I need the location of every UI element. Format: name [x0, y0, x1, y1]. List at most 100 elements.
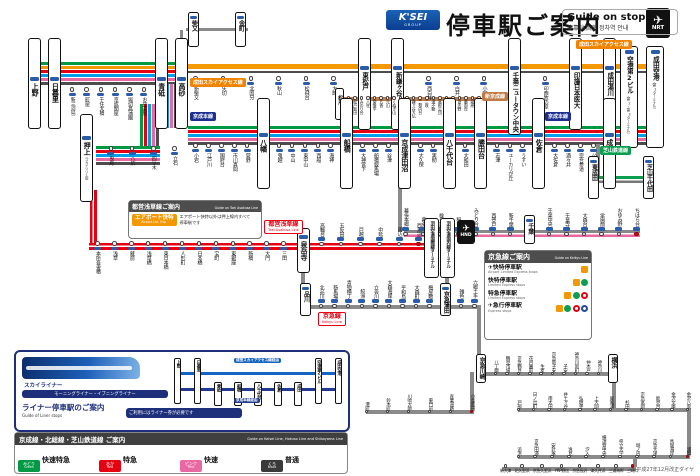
- track-magome-branch: [308, 243, 424, 250]
- station-dot: [438, 96, 442, 100]
- station-number-chip: [412, 299, 420, 303]
- station-name: 泉岳寺: [299, 241, 308, 261]
- station-number-chip: [318, 237, 325, 241]
- station: 鶴見市場: [505, 356, 510, 375]
- liner-station: 空港第2ビル: [314, 358, 322, 404]
- station-name: 羽田空港国際線ターミナル: [429, 221, 435, 268]
- station: 印西牧の原: [541, 50, 549, 109]
- station-name: 前原: [470, 99, 476, 107]
- liner-station: 船橋: [234, 382, 242, 406]
- label-shibayama-line: 芝山鉄道線: [600, 146, 632, 155]
- station: 小岩: [192, 110, 199, 162]
- station-name: みのり台: [359, 99, 365, 114]
- station-dot: [547, 407, 551, 411]
- station: 薬園台: [464, 90, 469, 110]
- station-name: 子安: [562, 363, 568, 372]
- station-name: 京急大津: [652, 438, 658, 455]
- station-dot: [247, 241, 252, 246]
- station: 船橋: [340, 98, 354, 189]
- station-name: 五反田: [338, 222, 345, 237]
- station: 実籾: [429, 110, 437, 162]
- station: 杉田: [624, 400, 629, 411]
- station-name: 千葉ニュータウン中央: [510, 72, 519, 132]
- station-number-chip: [457, 299, 465, 303]
- station-name: 松戸: [337, 95, 343, 104]
- station-dot: [639, 407, 644, 411]
- station-dot: [396, 241, 402, 246]
- station-name: くぬぎ山: [392, 99, 398, 114]
- station-dot: [392, 96, 396, 100]
- station-name: 安針塚: [550, 442, 556, 455]
- track-keikyu-wrap-2: [612, 372, 616, 408]
- station-dot: [386, 143, 391, 148]
- station-dot: [359, 96, 364, 100]
- station-dot: [219, 143, 224, 148]
- station-name: 北国分: [248, 86, 255, 100]
- station-dot: [406, 409, 411, 413]
- station: 鬼越: [275, 110, 283, 162]
- station-name: 成田: [606, 139, 614, 152]
- station-dot: [458, 303, 464, 308]
- station-name: 二和向台: [418, 99, 424, 114]
- station: 西白井: [425, 50, 432, 100]
- station-number-chip: [314, 148, 322, 152]
- station: 滝不動: [431, 90, 436, 110]
- station-name: 馬堀海岸: [669, 438, 675, 455]
- station-dot: [562, 407, 567, 411]
- station-number-chip: [217, 148, 225, 152]
- station-dot: [581, 231, 587, 236]
- station: 逸見: [567, 447, 572, 458]
- track-keikyu-line-1: [302, 305, 480, 309]
- station: 中山: [288, 110, 296, 162]
- station-name: 千葉: [526, 223, 534, 234]
- station-name: 三浦海岸: [608, 467, 624, 473]
- station-dot: [318, 303, 324, 308]
- station-name: 青物横丁: [345, 280, 352, 298]
- station: 神奈川: [596, 360, 602, 375]
- title-text: 京急線ご案内: [488, 253, 530, 261]
- station-name: 中山: [289, 153, 296, 162]
- station: 子安: [562, 363, 568, 375]
- color-name-jp: あか: [106, 461, 114, 467]
- station-name: 宝町: [213, 251, 220, 260]
- station-name: 東日本橋: [162, 251, 169, 269]
- station-name: 京急新子安: [551, 351, 557, 372]
- station: 西船: [314, 110, 321, 162]
- station-number-chip: [171, 151, 178, 155]
- station-dot: [552, 143, 557, 148]
- station-name: 京成津田沼: [400, 139, 409, 172]
- station-name: 松飛台: [303, 86, 310, 100]
- station-name: 大森台: [581, 212, 588, 227]
- station-name: 立石: [172, 156, 179, 165]
- color-name-en: Red: [106, 465, 114, 470]
- label-text: 成田スカイアクセス線: [193, 80, 243, 86]
- color-name-jp: くろ: [268, 461, 276, 467]
- station-name: 金沢八景: [685, 391, 691, 408]
- trunk-stations: 上野日暮里新三河島町屋千住大橋京成関屋堀切菖蒲園お花茶屋青砥高砂: [28, 38, 188, 129]
- station-number-chip: [82, 136, 91, 140]
- station-name: 京急田浦: [533, 438, 539, 455]
- station-name: 青砥: [216, 384, 222, 392]
- station-dot: [618, 454, 622, 458]
- station: 三浦海岸: [609, 464, 624, 474]
- station-number-chip: [50, 77, 60, 81]
- mark-ltd-exp-icon: [581, 279, 588, 287]
- station-name: 横須賀中央: [601, 434, 607, 455]
- station: 北国分: [247, 50, 254, 100]
- station-dot: [578, 143, 583, 148]
- station: 印旛日本医大: [569, 38, 583, 130]
- train-type-name: 快速特急: [42, 456, 70, 464]
- station-name: 幕張: [420, 217, 427, 226]
- station-dot: [542, 76, 548, 81]
- station-name: 高輪台: [319, 222, 326, 237]
- station: 京急蒲田: [439, 283, 451, 316]
- color-name-en: Green: [24, 465, 34, 470]
- station-name: 浦賀: [685, 446, 691, 455]
- station-name: 横浜: [609, 356, 617, 368]
- station-dot: [601, 454, 605, 458]
